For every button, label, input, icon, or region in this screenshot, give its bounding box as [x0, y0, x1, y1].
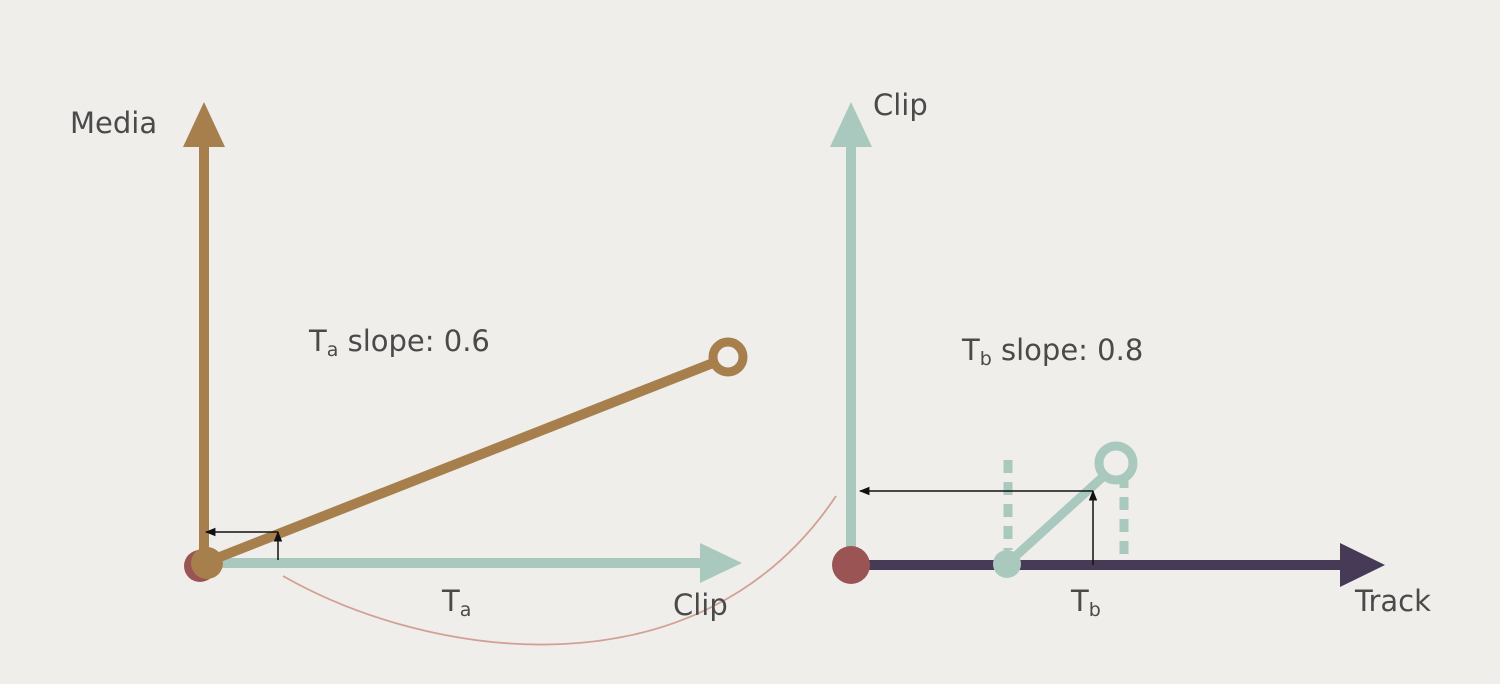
right-t-label-main: T: [1071, 584, 1089, 618]
right-slope-endpoint: [1094, 441, 1138, 485]
right-slope-label: Tb slope: 0.8: [962, 333, 1144, 370]
right-slope-start: [993, 550, 1021, 578]
left-origin-dot: [191, 547, 223, 579]
right-t-label: Tb: [1071, 584, 1101, 621]
right-slope-line: [1003, 469, 1111, 568]
connector-curve: [282, 495, 837, 646]
left-media-axis-arrowhead: [183, 102, 225, 147]
left-t-label-sub: a: [459, 599, 472, 621]
right-slope-label-rest: slope: 0.8: [991, 333, 1144, 367]
left-t-label: Ta: [442, 584, 472, 621]
right-x-axis-label: Track: [1355, 584, 1431, 618]
right-origin-dot: [832, 546, 870, 584]
right-t-label-sub: b: [1088, 599, 1101, 621]
right-track-axis-arrowhead: [1340, 543, 1385, 587]
left-slope-label-main: T: [309, 324, 327, 358]
right-slope-label-sub: b: [979, 348, 992, 370]
right-slope-label-main: T: [962, 333, 980, 367]
left-x-axis-label: Clip: [673, 588, 728, 622]
left-slope-label-sub: a: [326, 339, 339, 361]
left-clip-axis-arrowhead: [700, 543, 742, 583]
right-clip-axis-arrowhead: [830, 102, 872, 147]
left-slope-endpoint: [708, 337, 748, 377]
left-y-axis-label: Media: [70, 106, 158, 140]
left-t-label-main: T: [442, 584, 460, 618]
left-slope-line: [202, 358, 718, 567]
right-y-axis-label: Clip: [873, 88, 928, 122]
left-slope-label: Ta slope: 0.6: [309, 324, 490, 361]
left-slope-label-rest: slope: 0.6: [338, 324, 490, 358]
